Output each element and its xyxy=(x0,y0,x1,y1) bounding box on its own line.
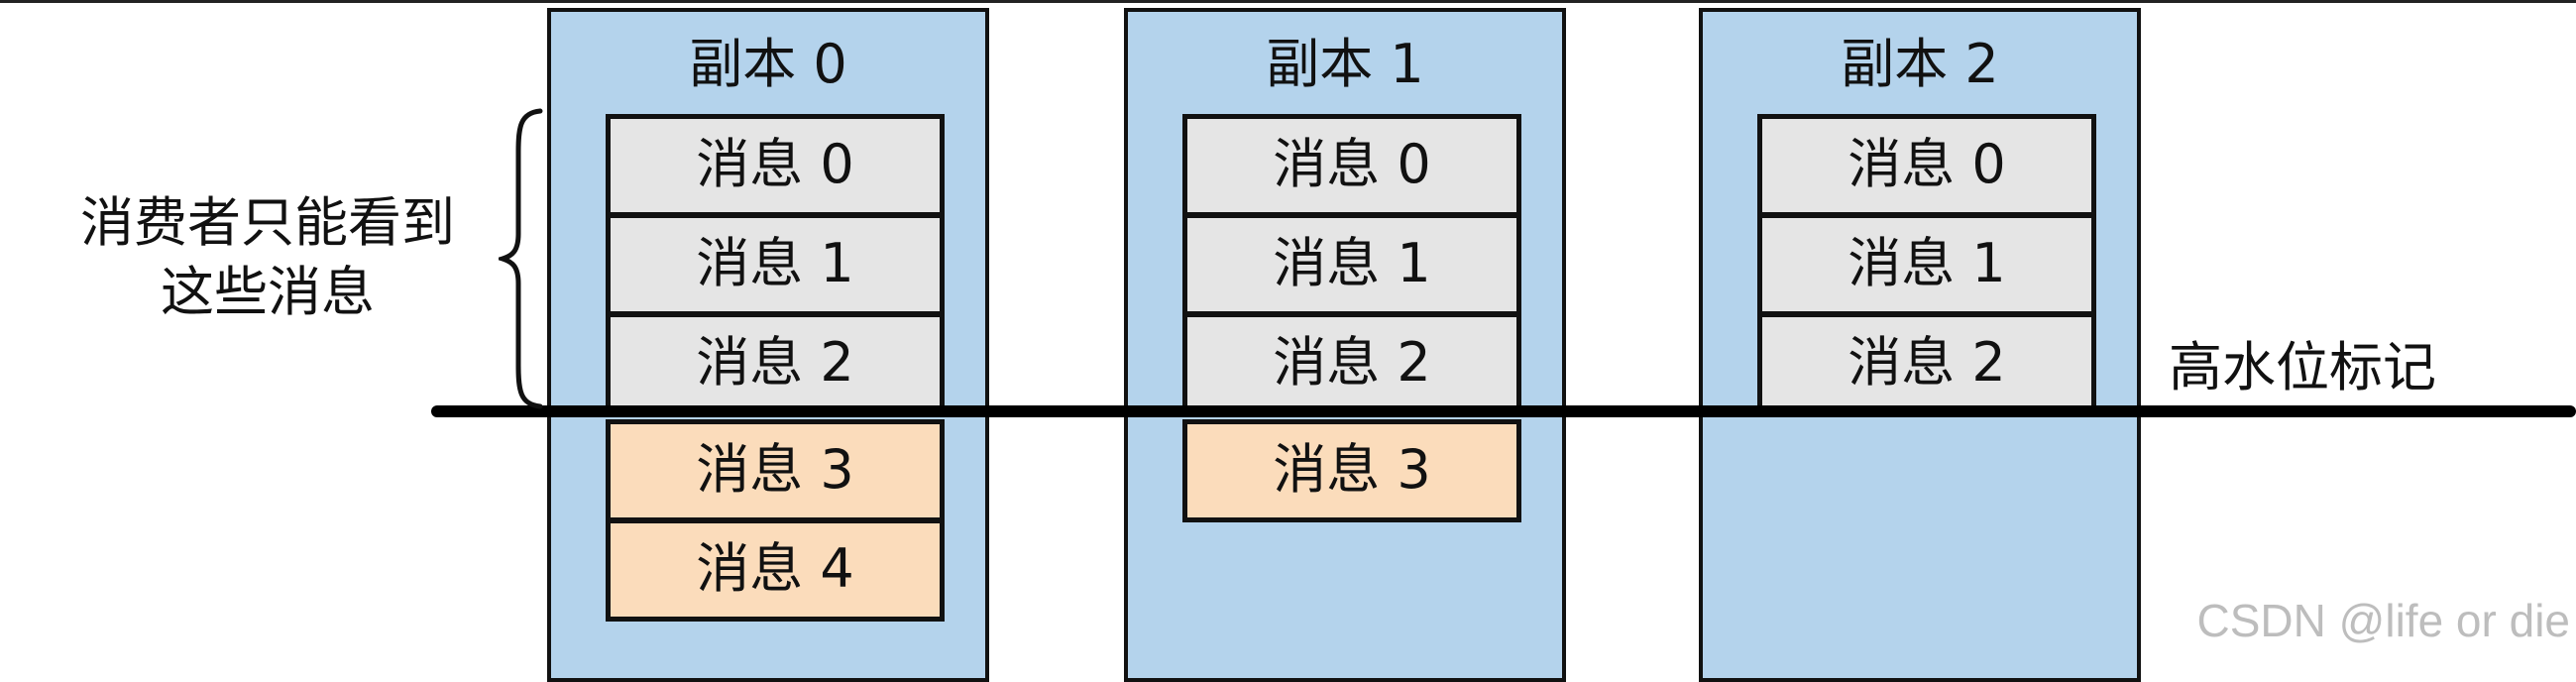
message-box: 消息 1 xyxy=(606,213,945,316)
replica-title: 副本 1 xyxy=(1266,33,1424,95)
high-watermark-label: 高水位标记 xyxy=(2169,336,2436,398)
top-border-line xyxy=(0,0,2576,3)
message-box: 消息 0 xyxy=(1182,114,1521,217)
message-box: 消息 2 xyxy=(1757,312,2096,415)
message-box: 消息 1 xyxy=(1757,213,2096,316)
replica-title: 副本 2 xyxy=(1841,33,1999,95)
message-box: 消息 4 xyxy=(606,518,945,622)
consumer-label-line2: 这些消息 xyxy=(161,261,375,323)
high-watermark-line xyxy=(431,405,2576,417)
watermark-text: CSDN @life or die xyxy=(2196,595,2570,646)
message-box: 消息 2 xyxy=(1182,312,1521,415)
consumer-visible-label: 消费者只能看到 这些消息 xyxy=(40,188,496,327)
replica-title: 副本 0 xyxy=(689,33,847,95)
curly-brace-icon xyxy=(499,108,543,409)
consumer-label-line1: 消费者只能看到 xyxy=(80,191,455,254)
message-box: 消息 3 xyxy=(1182,419,1521,522)
message-box: 消息 2 xyxy=(606,312,945,415)
message-box: 消息 3 xyxy=(606,419,945,522)
replica-0: 副本 0 消息 0 消息 1 消息 2 消息 3 消息 4 xyxy=(547,8,989,682)
message-box: 消息 0 xyxy=(1757,114,2096,217)
replica-1: 副本 1 消息 0 消息 1 消息 2 消息 3 xyxy=(1124,8,1566,682)
message-box: 消息 1 xyxy=(1182,213,1521,316)
replica-2: 副本 2 消息 0 消息 1 消息 2 xyxy=(1699,8,2141,682)
message-box: 消息 0 xyxy=(606,114,945,217)
